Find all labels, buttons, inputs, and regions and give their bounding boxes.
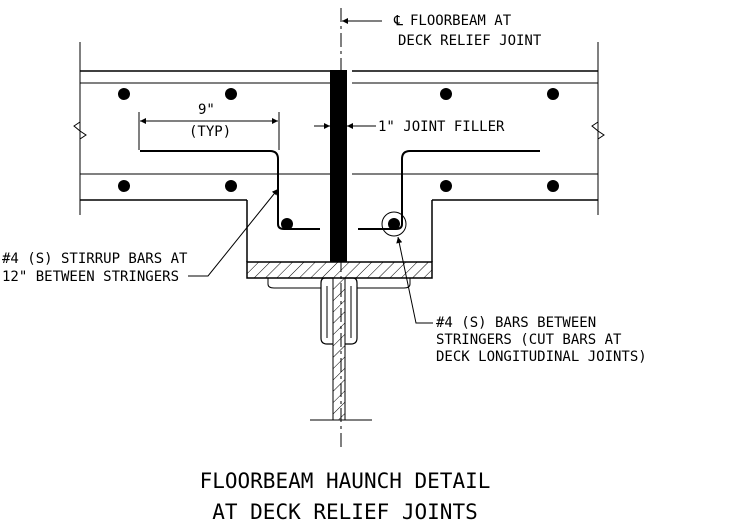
rebar-dot	[440, 88, 452, 100]
spacing-note-label: (TYP)	[189, 124, 231, 140]
rebar-dot	[440, 180, 452, 192]
rebar-dot	[281, 218, 293, 230]
rebar-dot	[547, 88, 559, 100]
centerline-symbol: ℄	[393, 13, 403, 29]
spacing-value-label: 9"	[198, 102, 215, 118]
rebar-dots	[118, 88, 559, 237]
haunch-outline	[267, 278, 321, 289]
deck-outline-right	[352, 42, 605, 262]
connection-angle-left	[320, 277, 333, 345]
rebar-dot	[118, 180, 130, 192]
stirrup-bar-left	[140, 150, 320, 230]
floorbeam-top-flange	[246, 261, 433, 279]
bars-label-line3: DECK LONGITUDINAL JOINTS)	[436, 349, 647, 365]
drawing-title-line1: FLOORBEAM HAUNCH DETAIL	[200, 469, 491, 493]
stirrup-label-line1: #4 (S) STIRRUP BARS AT	[2, 251, 188, 267]
rebar-dot	[388, 218, 400, 230]
floorbeam-web	[332, 277, 346, 421]
joint-filler-label: 1" JOINT FILLER	[378, 119, 505, 135]
bars-label-line1: #4 (S) BARS BETWEEN	[436, 315, 596, 331]
rebar-dot	[225, 180, 237, 192]
stirrup-bar-right	[358, 150, 540, 230]
rebar-dot	[118, 88, 130, 100]
centerline-label-line2: DECK RELIEF JOINT	[398, 33, 542, 49]
haunch-outline-right	[357, 278, 411, 289]
rebar-highlight-ring	[381, 211, 407, 237]
rebar-dot	[547, 180, 559, 192]
bars-leader	[396, 236, 433, 324]
deck-outline-left	[73, 42, 330, 262]
drawing-title-line2: AT DECK RELIEF JOINTS	[212, 500, 478, 524]
joint-filler	[330, 70, 347, 262]
stirrup-leader	[188, 188, 279, 277]
rebar-dot	[225, 88, 237, 100]
stirrup-label-line2: 12" BETWEEN STRINGERS	[2, 269, 179, 285]
centerline-label-line1: FLOORBEAM AT	[410, 13, 512, 29]
dimension-9in	[138, 112, 280, 150]
bars-label-line2: STRINGERS (CUT BARS AT	[436, 332, 622, 348]
connection-angle-right	[345, 277, 358, 345]
